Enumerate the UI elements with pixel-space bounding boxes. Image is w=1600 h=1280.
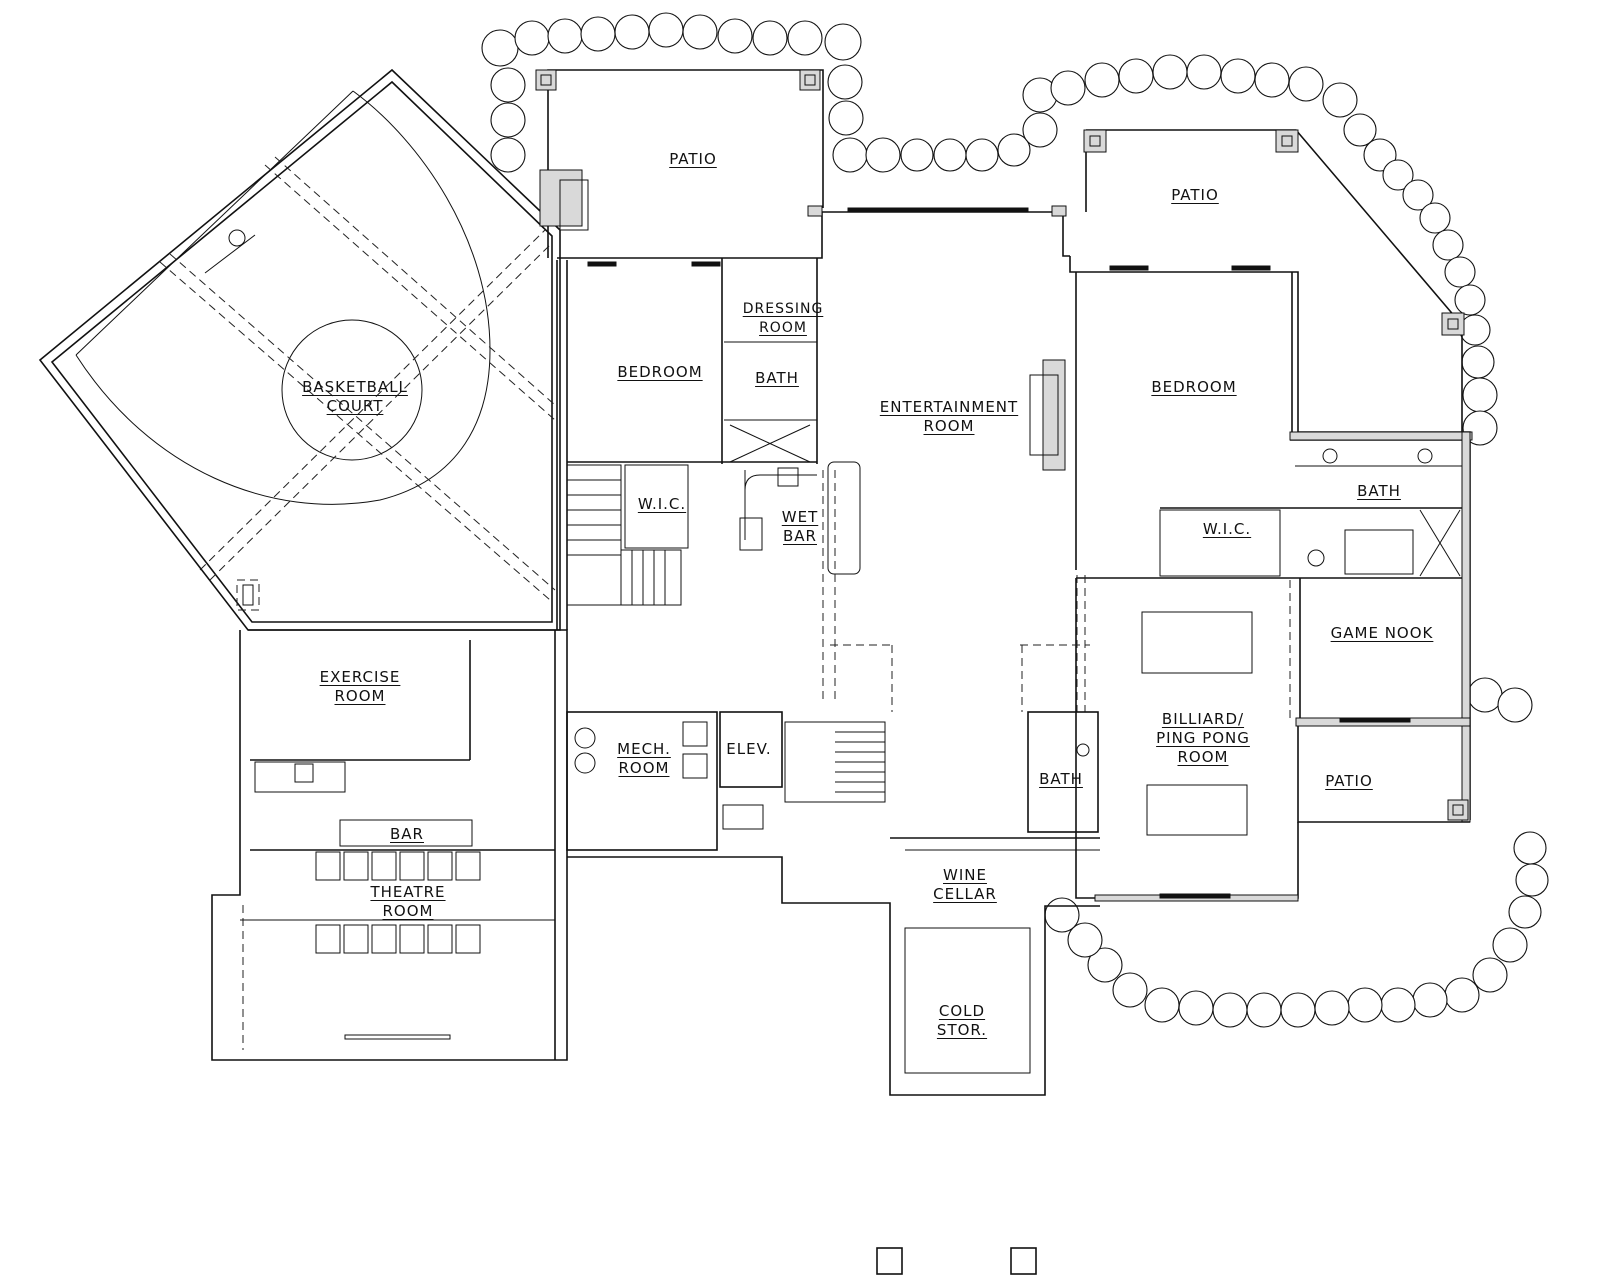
label-line: PATIO xyxy=(1171,186,1219,204)
label-line: WET xyxy=(781,508,819,526)
theatre-seating xyxy=(315,851,481,954)
label-entertainment-room: ENTERTAINMENT ROOM xyxy=(880,398,1018,436)
label-elevator: ELEV. xyxy=(726,740,771,759)
label-dressing-room: DRESSING ROOM xyxy=(743,300,824,338)
label-line: W.I.C. xyxy=(637,495,687,513)
label-theatre-room: THEATRE ROOM xyxy=(370,883,445,921)
marker-square-right xyxy=(1010,1247,1037,1275)
label-line: BATH xyxy=(1357,482,1401,500)
label-line: BEDROOM xyxy=(1151,378,1237,396)
label-bar: BAR xyxy=(390,825,424,844)
label-patio-small: PATIO xyxy=(1325,772,1373,791)
label-line: BAR xyxy=(390,825,424,843)
stairs-left xyxy=(566,464,682,606)
label-bedroom-right: BEDROOM xyxy=(1151,378,1236,397)
patio-left-outline xyxy=(535,69,824,258)
label-line: BILLIARD/ xyxy=(1161,710,1245,728)
label-line: BATH xyxy=(755,369,799,387)
label-line: PATIO xyxy=(1325,772,1373,790)
label-line: ELEV. xyxy=(726,740,772,758)
house-walls xyxy=(211,129,1473,1275)
label-wine-cellar: WINE CELLAR xyxy=(933,866,997,904)
label-line: ROOM xyxy=(923,417,975,435)
label-game-nook: GAME NOOK xyxy=(1331,624,1434,643)
label-line: BATH xyxy=(1039,770,1083,788)
label-line: ROOM xyxy=(1177,748,1229,766)
label-line: BASKETBALL xyxy=(302,378,408,396)
label-line: STOR. xyxy=(936,1021,988,1039)
label-line: COLD xyxy=(938,1002,986,1020)
label-wic-left: W.I.C. xyxy=(638,495,686,514)
label-line: PING PONG xyxy=(1156,729,1250,747)
label-line: WINE xyxy=(943,866,987,884)
label-patio-right: PATIO xyxy=(1171,186,1219,205)
label-patio-left: PATIO xyxy=(669,150,717,169)
label-line: THEATRE xyxy=(370,883,446,901)
label-basketball-court: BASKETBALL COURT xyxy=(302,378,408,416)
label-bedroom-left: BEDROOM xyxy=(617,363,702,382)
label-line: PATIO xyxy=(669,150,717,168)
label-line: EXERCISE xyxy=(319,668,401,686)
label-line: BEDROOM xyxy=(617,363,703,381)
label-bath-right: BATH xyxy=(1357,482,1401,501)
label-line: GAME NOOK xyxy=(1330,624,1434,642)
label-line: ROOM xyxy=(334,687,386,705)
label-line: COURT xyxy=(326,397,384,415)
label-line: CELLAR xyxy=(933,885,997,903)
label-wic-right: W.I.C. xyxy=(1203,520,1251,539)
label-line: ROOM xyxy=(759,320,807,336)
label-wet-bar: WET BAR xyxy=(782,508,818,546)
landscape-boulders xyxy=(481,12,1549,1028)
label-line: ROOM xyxy=(618,759,670,777)
label-line: BAR xyxy=(783,527,817,545)
label-line: ENTERTAINMENT xyxy=(879,398,1019,416)
label-bath-left: BATH xyxy=(755,369,799,388)
label-line: DRESSING xyxy=(742,301,824,317)
label-mech-room: MECH. ROOM xyxy=(617,740,671,778)
label-line: ROOM xyxy=(382,902,434,920)
label-line: MECH. xyxy=(617,740,671,758)
stairs-center xyxy=(784,721,886,803)
label-exercise-room: EXERCISE ROOM xyxy=(320,668,401,706)
label-billiard-room: BILLIARD/ PING PONG ROOM xyxy=(1156,710,1250,767)
basketball-court-outline xyxy=(38,68,561,631)
label-line: W.I.C. xyxy=(1202,520,1252,538)
marker-square-left xyxy=(876,1247,903,1275)
label-bath-center: BATH xyxy=(1039,770,1083,789)
label-cold-storage: COLD STOR. xyxy=(937,1002,987,1040)
